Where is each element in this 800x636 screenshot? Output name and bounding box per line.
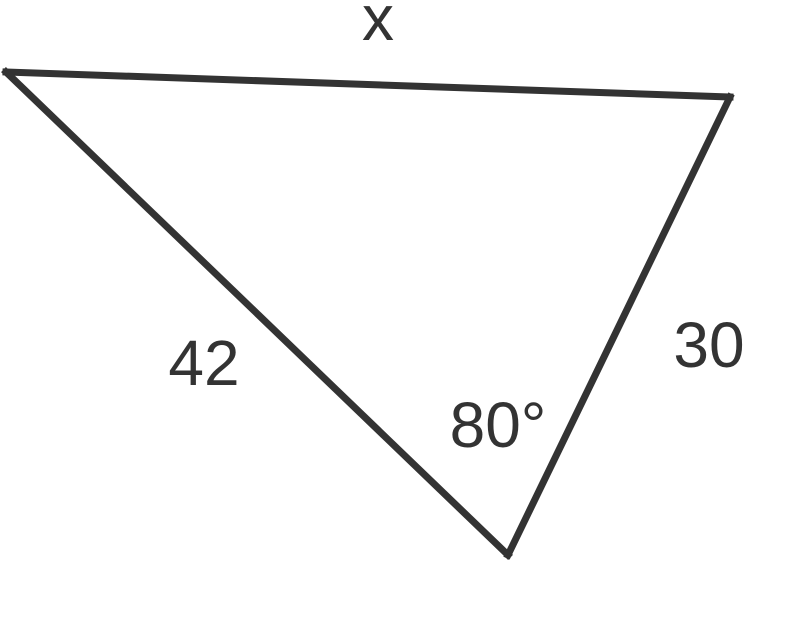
triangle: [1, 67, 735, 560]
side-top-label: x: [362, 0, 394, 54]
side-right: [503, 92, 735, 560]
angle-label: 80°: [450, 389, 547, 461]
side-top: [2, 68, 734, 101]
side-left: [1, 67, 513, 560]
side-right-label: 30: [673, 309, 744, 381]
side-left-label: 42: [168, 327, 239, 399]
